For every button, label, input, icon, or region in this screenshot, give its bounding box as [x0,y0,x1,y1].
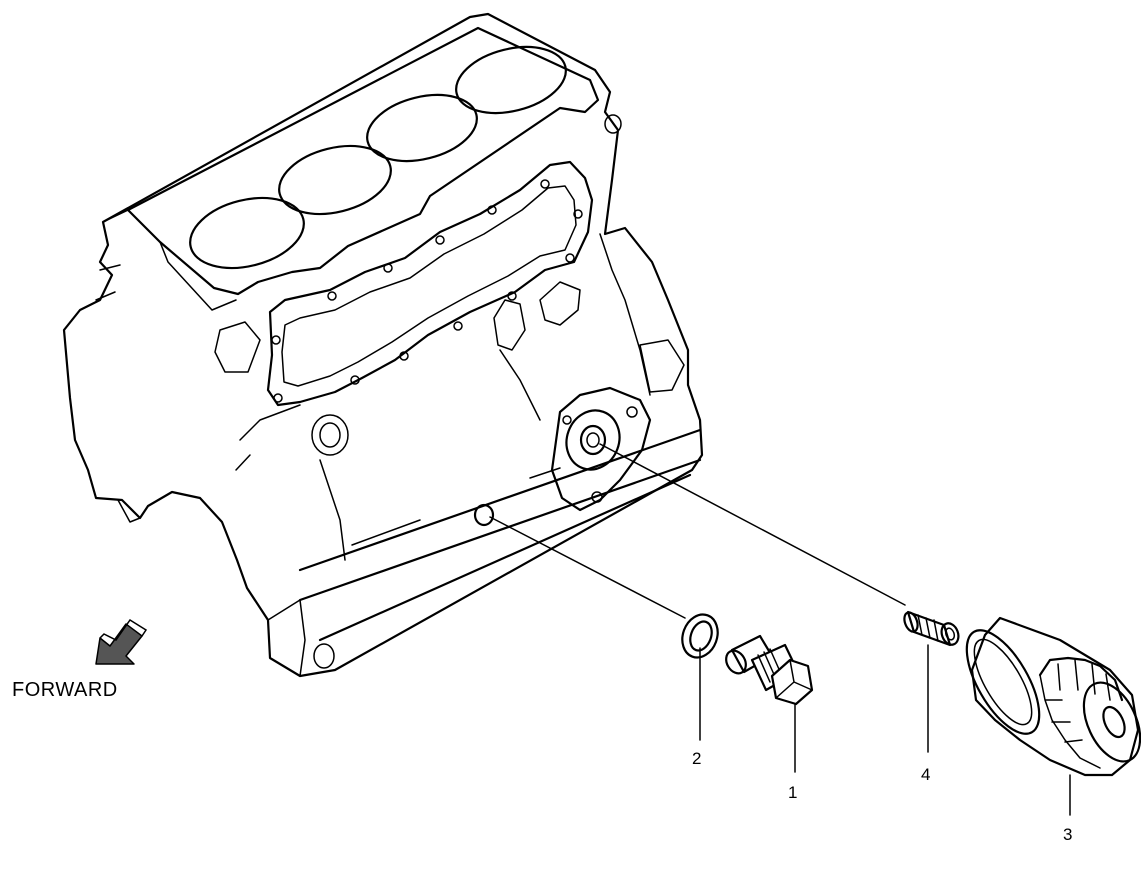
gasket-part [681,613,719,659]
leader-lines [489,443,1071,816]
callout-4: 4 [921,765,931,784]
oil-pressure-switch-part [725,634,814,706]
oil-filter-part [965,616,1141,777]
callout-1: 1 [788,783,798,802]
engine-block [62,12,704,678]
forward-label: FORWARD [12,679,118,701]
callout-3: 3 [1063,825,1073,844]
union-bolt-part [903,610,960,647]
forward-arrow-icon [95,618,148,665]
callout-2: 2 [692,749,702,768]
